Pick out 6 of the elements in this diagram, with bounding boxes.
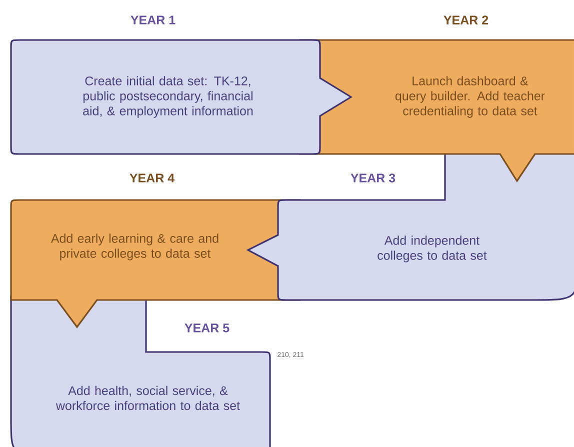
year-heading: YEAR 3 [350, 174, 396, 182]
callout-box: Create initial data set: TK-12, public postsecondary, financial aid, & employment information [10, 39, 352, 155]
year-heading: YEAR 2 [444, 16, 488, 24]
year-heading: YEAR 4 [130, 174, 174, 182]
year-heading: YEAR 1 [130, 16, 176, 24]
year-heading: YEAR 5 [184, 324, 230, 332]
